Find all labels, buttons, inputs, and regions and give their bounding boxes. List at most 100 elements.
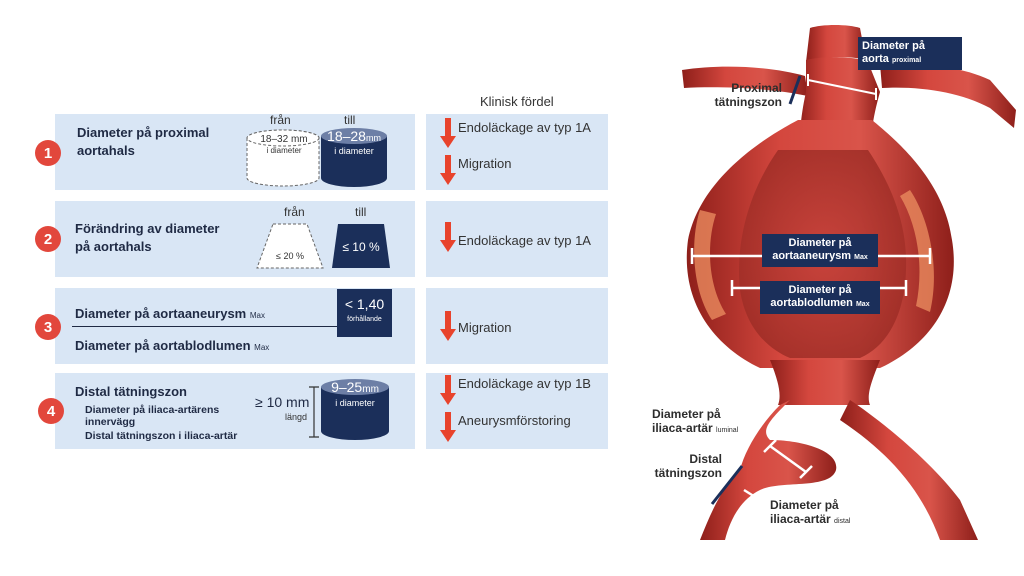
top-vessel [806, 25, 866, 62]
row-4-length-bracket [309, 386, 319, 438]
label-aorta-proximal: Diameter på aorta proximal [858, 37, 962, 70]
label-proximal-sealing-zone: Proximal tätningszon [706, 81, 782, 109]
row-4-number-badge: 4 [38, 398, 64, 424]
down-arrow-icon [440, 222, 456, 252]
down-arrow-icon [440, 311, 456, 341]
row-4-cyl-unit: mm [362, 384, 379, 395]
label-aneurysm-sub: Max [854, 254, 868, 261]
row-3-fraction-line [72, 326, 340, 327]
row-3-ratio-value: < 1,40 [344, 296, 385, 312]
row-1-to-label: till [344, 113, 356, 127]
row-4-cyl-sub: i diameter [335, 398, 375, 408]
row-3-number-badge: 3 [35, 314, 61, 340]
row-2-benefit-box [426, 201, 608, 277]
row-4-length-sub: längd [285, 412, 308, 422]
iliac-distal-measure-line [743, 488, 761, 502]
aorta-proximal-measure-line [807, 79, 877, 95]
label-aorta-sub: proximal [891, 57, 922, 64]
label-lumen-max: Diameter på aortablodlumen Max [760, 281, 880, 314]
row-2-title-line2: på aortahals [75, 239, 152, 254]
row-1-from-label: från [270, 113, 291, 127]
label-aneurysm-line2: aortaaneurysm [772, 250, 852, 262]
row-4-bullet-1-line1: Diameter på iliaca-artärens [85, 404, 220, 416]
row-4-bullet-2: Distal tätningszon i iliaca-artär [85, 430, 238, 442]
row-4-length-value: ≥ 10 mm [255, 394, 310, 410]
row-1-to-cylinder-icon [321, 128, 387, 187]
row-1-to-sub: i diameter [334, 146, 374, 156]
label-iliac-distal: Diameter på iliaca-artär distal [770, 498, 850, 529]
label-distal-line2: tätningszon [654, 466, 722, 480]
distal-sealing-bracket [710, 465, 744, 505]
proximal-sealing-bracket [788, 75, 802, 105]
row-3-ratio-sub: förhållande [347, 316, 382, 323]
row-2-number-badge: 2 [35, 226, 61, 252]
row-2-benefit-1: Endoläckage av typ 1A [458, 233, 591, 248]
label-iliac-luminal: Diameter på iliaca-artär luminal [652, 407, 738, 438]
row-1-title: Diameter på proximal aortahals [77, 124, 209, 160]
down-arrow-icon [440, 118, 456, 148]
row-2-from-label: från [284, 205, 305, 219]
row-2-from-trapezoid-icon [256, 223, 324, 269]
label-aneurysm-line1: Diameter på [788, 237, 852, 249]
label-lumen-line2: aortablodlumen [770, 297, 853, 309]
label-iliac-lum-sub: luminal [716, 427, 739, 434]
row-4-title: Distal tätningszon [75, 384, 187, 399]
row-2-to-value: ≤ 10 % [342, 240, 380, 254]
label-proximal-line2: tätningszon [714, 95, 782, 109]
row-2-to-trapezoid-icon [332, 224, 390, 268]
left-iliac-artery [700, 400, 837, 540]
iliac-luminal-measure-line [769, 444, 807, 474]
row-1-from-sub: i diameter [266, 146, 302, 155]
label-iliac-dist-line1: Diameter på [770, 498, 839, 512]
row-4-cylinder-icon [321, 379, 389, 440]
row-1-benefit-box [426, 114, 608, 190]
down-arrow-icon [440, 155, 456, 185]
label-aneurysm-max: Diameter på aortaaneurysm Max [762, 234, 878, 267]
lower-aorta [770, 360, 880, 405]
row-2-title-line1: Förändring av diameter [75, 221, 220, 236]
label-distal-sealing-zone: Distal tätningszon [640, 452, 722, 480]
row-2-title: Förändring av diameter på aortahals [75, 220, 219, 256]
row-1-number-badge: 1 [35, 140, 61, 166]
row-1-benefit-1: Endoläckage av typ 1A [458, 120, 591, 135]
row-1-title-line2: aortahals [77, 143, 135, 158]
row-4-bullet-1-line2: innervägg [85, 416, 136, 428]
row-1-title-line1: Diameter på proximal [77, 125, 210, 140]
label-aorta-line1: Diameter på [862, 40, 925, 52]
down-arrow-icon [440, 375, 456, 405]
row-4-cyl-number: 9–25 [331, 379, 363, 395]
row-3-denominator-sub: Max [254, 343, 270, 352]
left-branch-vessel [682, 66, 808, 96]
row-3-numerator-text: Diameter på aortaaneurysm [75, 306, 247, 321]
clinical-benefit-header: Klinisk fördel [480, 94, 554, 109]
thrombus-left [694, 210, 726, 320]
down-arrow-icon [440, 412, 456, 442]
row-1-from-cylinder-icon [246, 129, 320, 187]
label-iliac-lum-line1: Diameter på [652, 407, 721, 421]
label-iliac-dist-sub: distal [834, 518, 851, 525]
row-1-from-value: 18–32 mm [260, 134, 308, 145]
row-3-numerator: Diameter på aortaaneurysm Max [75, 305, 265, 325]
label-iliac-dist-line2: iliaca-artär [770, 512, 831, 526]
row-3-denominator: Diameter på aortablodlumen Max [75, 337, 269, 357]
label-distal-line1: Distal [689, 452, 722, 466]
row-3-ratio-box [337, 289, 392, 337]
label-aorta-line2: aorta [862, 53, 889, 65]
row-3-denominator-text: Diameter på aortablodlumen [75, 338, 251, 353]
row-4-benefit-1: Endoläckage av typ 1B [458, 376, 591, 391]
row-2-from-value: ≤ 20 % [276, 251, 304, 261]
thrombus-right [900, 190, 934, 312]
right-branch-vessel [880, 63, 1016, 128]
label-lumen-sub: Max [855, 301, 870, 308]
row-1-to-value: 18–28mm [322, 128, 386, 144]
row-2-to-label: till [355, 205, 367, 219]
row-4-cyl-value: 9–25mm [322, 379, 388, 395]
row-1-to-unit: mm [365, 133, 381, 143]
label-proximal-line1: Proximal [731, 81, 782, 95]
right-iliac-artery [840, 400, 978, 540]
row-1-benefit-2: Migration [458, 156, 512, 171]
label-lumen-line1: Diameter på [788, 284, 852, 296]
row-4-bullet-1: Diameter på iliaca-artärens innervägg [85, 404, 219, 428]
row-3-benefit-1: Migration [458, 320, 512, 335]
row-4-benefit-box [426, 373, 608, 449]
